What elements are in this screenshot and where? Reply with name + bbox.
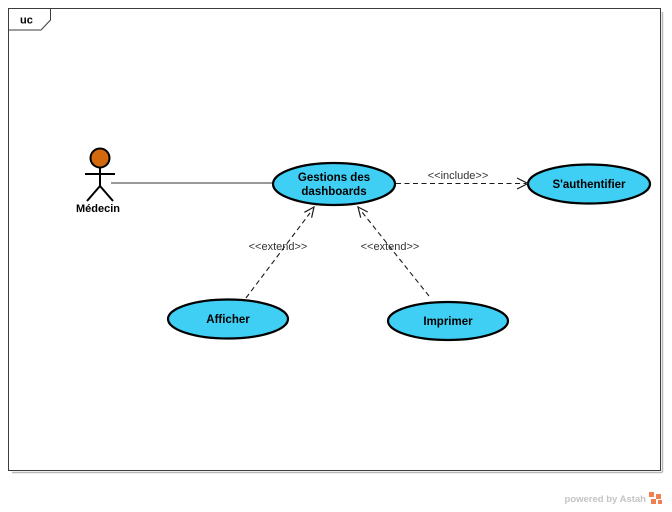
usecase-ellipse (271, 161, 397, 207)
actor-head (89, 147, 111, 169)
actor-left-leg (86, 185, 101, 202)
usecase-ellipse (166, 298, 290, 340)
actor-label: Médecin (76, 203, 120, 215)
frame-name-tab (8, 8, 51, 31)
include-arrowhead (516, 177, 530, 190)
usecase-ellipse (386, 300, 510, 342)
astah-logo-icon (649, 492, 662, 504)
include-stereotype-label: <<include>> (428, 170, 489, 182)
usecase-label: Imprimer (423, 316, 473, 328)
usecase-s-authentifier[interactable]: S'authentifier (526, 163, 652, 205)
extend-stereotype-label: <<extend>> (361, 241, 420, 253)
usecase-gestions-des-dashboards[interactable]: Gestions des dashboards (271, 161, 397, 207)
relation-extend-imprimer-gestions[interactable]: <<extend>> (357, 205, 430, 297)
usecase-imprimer[interactable]: Imprimer (386, 300, 510, 342)
usecase-label: Afficher (206, 314, 250, 326)
usecase-label-line2: dashboards (301, 186, 366, 198)
extend-arrowhead (357, 205, 368, 218)
diagram-frame: uc (8, 8, 664, 474)
usecase-afficher[interactable]: Afficher (166, 298, 290, 340)
astah-watermark: powered by Astah (565, 492, 662, 505)
extend-arrowhead (304, 205, 315, 218)
extend-dashed-line (245, 212, 311, 299)
relation-include-gestions-authentifier[interactable]: <<include>> (396, 170, 530, 190)
extend-dashed-line (361, 211, 430, 297)
usecase-label-line1: Gestions des (298, 172, 370, 184)
actor-medecin[interactable]: Médecin (76, 147, 120, 216)
extend-stereotype-label: <<extend>> (249, 241, 308, 253)
watermark-text: powered by Astah (565, 494, 647, 505)
frame-type-label: uc (20, 15, 33, 27)
relation-extend-afficher-gestions[interactable]: <<extend>> (245, 205, 315, 299)
actor-right-leg (99, 185, 114, 202)
frame-border (8, 8, 661, 471)
usecase-label: S'authentifier (552, 179, 626, 191)
